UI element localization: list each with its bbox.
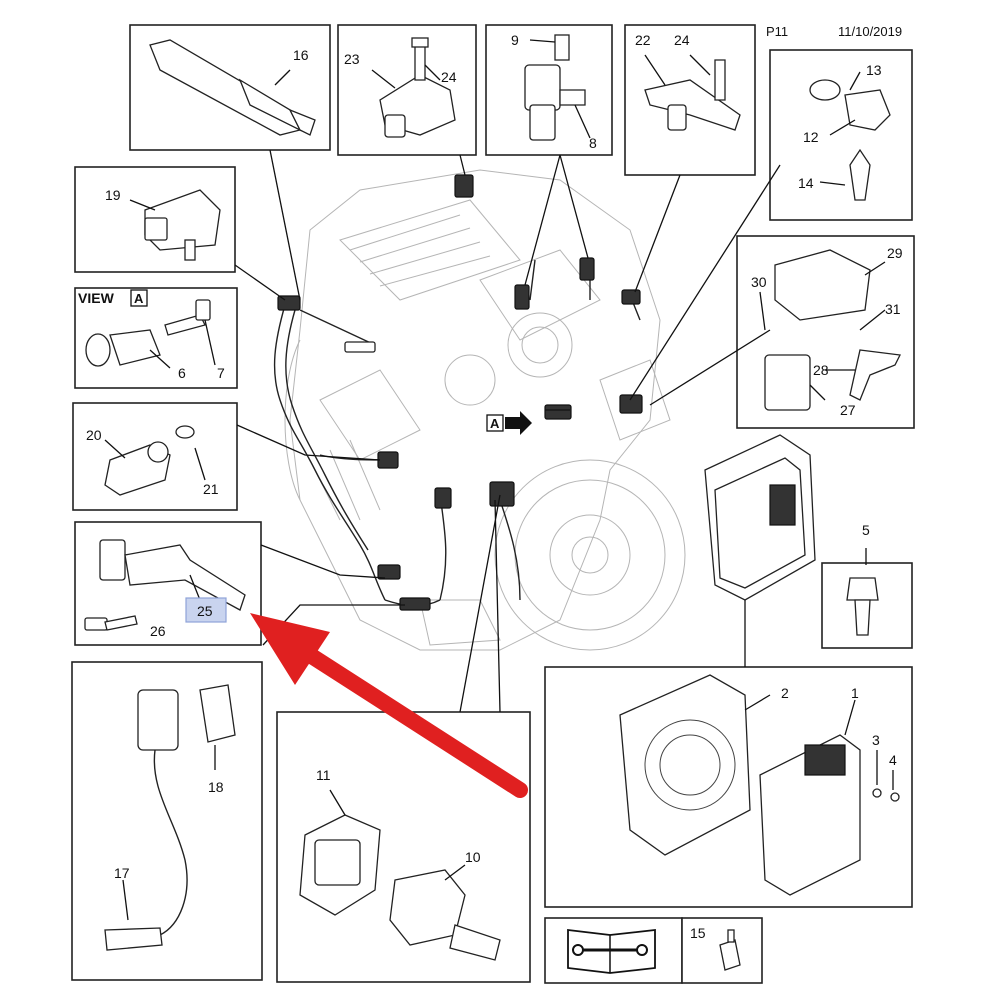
callout-1: 1 xyxy=(851,685,859,701)
callout-27: 27 xyxy=(840,402,856,418)
red-pointer-arrow-icon xyxy=(250,613,528,798)
engine-mounted-sensors xyxy=(277,174,643,611)
callout-19: 19 xyxy=(105,187,121,203)
box-part-22-24 xyxy=(624,24,756,176)
box-part-15 xyxy=(681,917,763,984)
callout-21: 21 xyxy=(203,481,219,497)
callout-30: 30 xyxy=(751,274,767,290)
box-part-27-31 xyxy=(736,235,915,429)
view-label-letter: A xyxy=(134,291,144,306)
callout-14: 14 xyxy=(798,175,814,191)
callout-9: 9 xyxy=(511,32,519,48)
wiring-harness xyxy=(273,259,641,607)
callout-4: 4 xyxy=(889,752,897,768)
callout-31: 31 xyxy=(885,301,901,317)
callout-24-b: 24 xyxy=(674,32,690,48)
callout-18: 18 xyxy=(208,779,224,795)
highlight-callout-25 xyxy=(185,597,227,623)
box-view-a xyxy=(74,287,238,389)
callout-7: 7 xyxy=(217,365,225,381)
box-part-5 xyxy=(821,548,913,649)
view-marker-letter: A xyxy=(490,416,500,431)
callout-20: 20 xyxy=(86,427,102,443)
page-code: P11 xyxy=(766,24,789,39)
ecu-on-engine xyxy=(704,434,816,601)
engine-assembly xyxy=(284,169,686,651)
callout-10: 10 xyxy=(465,849,481,865)
callout-16: 16 xyxy=(293,47,309,63)
box-manual xyxy=(544,917,683,984)
page-date: 11/10/2019 xyxy=(838,24,903,39)
leader-lines xyxy=(234,149,781,713)
callout-15: 15 xyxy=(690,925,706,941)
callout-labels: 16 23 24 9 8 22 24 13 12 14 19 6 7 20 21… xyxy=(78,32,903,941)
callout-29: 29 xyxy=(887,245,903,261)
box-part-17-18 xyxy=(71,661,263,981)
callout-12: 12 xyxy=(803,129,819,145)
view-label: VIEW xyxy=(78,290,115,306)
box-part-20-21 xyxy=(72,402,238,511)
callout-28: 28 xyxy=(813,362,829,378)
callout-8: 8 xyxy=(589,135,597,151)
callout-26: 26 xyxy=(150,623,166,639)
callout-23: 23 xyxy=(344,51,360,67)
box-part-12-13-14 xyxy=(769,49,913,221)
box-part-16 xyxy=(129,24,331,151)
box-part-23-24 xyxy=(337,24,477,156)
callout-22: 22 xyxy=(635,32,651,48)
view-a-marker xyxy=(486,411,532,435)
callout-6: 6 xyxy=(178,365,186,381)
callout-25: 25 xyxy=(197,603,213,619)
callout-13: 13 xyxy=(866,62,882,78)
box-part-19 xyxy=(74,166,236,273)
box-part-1-4 xyxy=(544,666,913,908)
box-part-10-11 xyxy=(276,711,531,983)
callout-2: 2 xyxy=(781,685,789,701)
callout-17: 17 xyxy=(114,865,130,881)
callout-24: 24 xyxy=(441,69,457,85)
callout-5: 5 xyxy=(862,522,870,538)
box-part-25-26 xyxy=(74,521,262,646)
callout-3: 3 xyxy=(872,732,880,748)
box-part-8-9 xyxy=(485,24,613,156)
callout-11: 11 xyxy=(316,767,331,783)
manual-book-wrench-icon xyxy=(567,928,656,974)
